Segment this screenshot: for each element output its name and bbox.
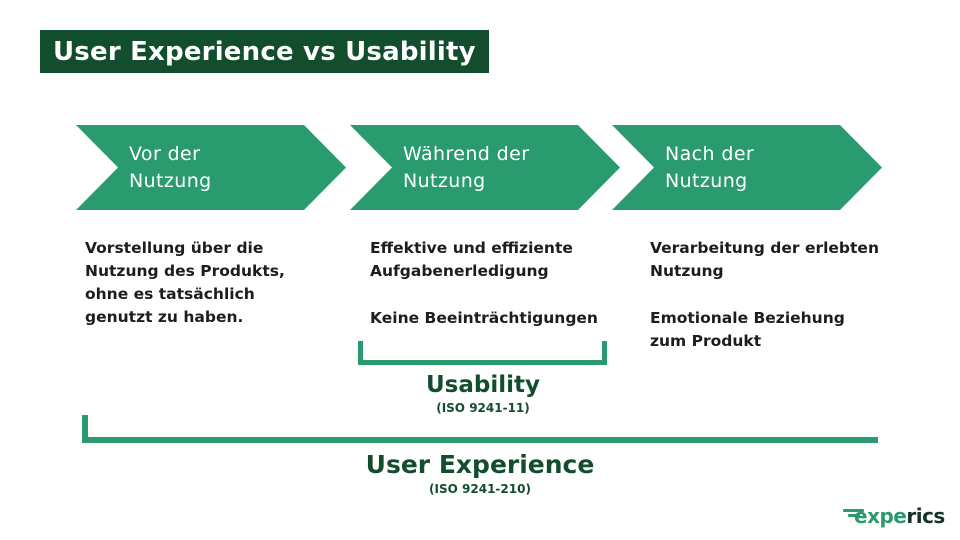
stage-arrow-label: Während der Nutzung (403, 141, 529, 195)
arrow-label-line: Nutzung (403, 169, 486, 192)
user-experience-label: User Experience (365, 450, 595, 479)
page-title: User Experience vs Usability (53, 36, 476, 67)
description-line: Aufgabenerledigung (370, 262, 549, 280)
description-line: Nutzung (650, 262, 724, 280)
stage-arrow-label: Nach der Nutzung (665, 141, 754, 195)
stage-arrow-during-use: Während der Nutzung (350, 125, 620, 210)
usability-label: Usability (426, 372, 540, 398)
stage-description-after-use: Verarbeitung der erlebten Nutzung Emotio… (650, 237, 910, 353)
logo-dash-icon (848, 514, 860, 517)
usability-label-group: Usability (ISO 9241-11) (333, 372, 633, 415)
description-paragraph: Verarbeitung der erlebten Nutzung (650, 237, 910, 283)
description-line: ohne es tatsächlich (85, 285, 255, 303)
description-line: genutzt zu haben. (85, 308, 244, 326)
logo-text-green: expe (854, 504, 907, 528)
stage-description-before-use: Vorstellung über die Nutzung des Produkt… (85, 237, 345, 329)
description-paragraph: Emotionale Beziehung zum Produkt (650, 307, 910, 353)
stage-arrow-after-use: Nach der Nutzung (612, 125, 882, 210)
arrow-label-line: Während der (403, 142, 530, 165)
description-line: Emotionale Beziehung (650, 309, 845, 327)
title-bar: User Experience vs Usability (40, 30, 489, 73)
experics-logo: experics (841, 502, 946, 532)
description-paragraph: Vorstellung über die Nutzung des Produkt… (85, 237, 345, 329)
user-experience-iso-label: (ISO 9241-210) (429, 482, 531, 496)
arrow-label-line: Nutzung (129, 169, 212, 192)
logo-dash-icon (843, 509, 864, 512)
stage-description-during-use: Effektive und effiziente Aufgabenerledig… (370, 237, 630, 330)
usability-iso-label: (ISO 9241-11) (436, 401, 530, 415)
description-line: Vorstellung über die (85, 239, 264, 257)
stage-arrow-label: Vor der Nutzung (129, 141, 212, 195)
arrow-label-line: Vor der (129, 142, 201, 165)
description-line: Verarbeitung der erlebten (650, 239, 879, 257)
user-experience-label-group: User Experience (ISO 9241-210) (0, 450, 960, 497)
logo-wordmark: experics (854, 504, 945, 528)
stage-arrow-before-use: Vor der Nutzung (76, 125, 346, 210)
logo-text-dark: rics (906, 504, 945, 528)
description-line: zum Produkt (650, 332, 762, 350)
user-experience-bracket (82, 415, 878, 443)
arrow-label-line: Nach der (665, 142, 755, 165)
usability-bracket (358, 341, 607, 365)
arrow-label-line: Nutzung (665, 169, 748, 192)
description-paragraph: Effektive und effiziente Aufgabenerledig… (370, 237, 630, 283)
description-paragraph: Keine Beeinträchtigungen (370, 307, 630, 330)
description-line: Nutzung des Produkts, (85, 262, 285, 280)
description-line: Keine Beeinträchtigungen (370, 309, 598, 327)
description-line: Effektive und effiziente (370, 239, 573, 257)
